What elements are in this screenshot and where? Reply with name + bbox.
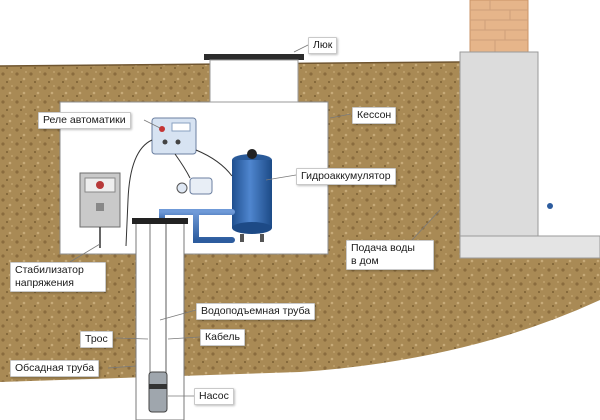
- label-caisson: Кессон: [352, 107, 397, 124]
- hatch-lid: [204, 54, 304, 103]
- label-water-supply-line1: Подача воды: [351, 242, 415, 254]
- relay-box-icon: [151, 117, 197, 155]
- pipework: [159, 203, 553, 243]
- label-rope: Трос: [80, 331, 113, 348]
- label-water-supply: Подача воды в дом: [346, 240, 434, 270]
- label-riser-pipe: Водоподъемная труба: [196, 303, 316, 320]
- label-cable: Кабель: [200, 329, 245, 346]
- stabilizer-box-icon: [79, 172, 121, 248]
- label-casing-pipe: Обсадная труба: [10, 360, 100, 377]
- label-water-supply-line2: в дом: [351, 255, 379, 267]
- pump-icon: [148, 371, 168, 413]
- label-hatch: Люк: [308, 37, 338, 54]
- label-stabilizer-line1: Стабилизатор: [15, 264, 84, 276]
- pressure-tank-icon: [232, 149, 272, 242]
- label-stabilizer: Стабилизатор напряжения: [10, 262, 106, 292]
- brick-wall-icon: [469, 0, 529, 53]
- pressure-switch: [176, 177, 213, 195]
- label-accumulator: Гидроаккумулятор: [296, 168, 396, 185]
- label-stabilizer-line2: напряжения: [15, 277, 74, 289]
- leader-lines: [69, 44, 441, 397]
- label-relay: Реле автоматики: [38, 112, 131, 129]
- foundation: [459, 51, 600, 259]
- label-pump: Насос: [194, 388, 234, 405]
- cables: [125, 139, 233, 247]
